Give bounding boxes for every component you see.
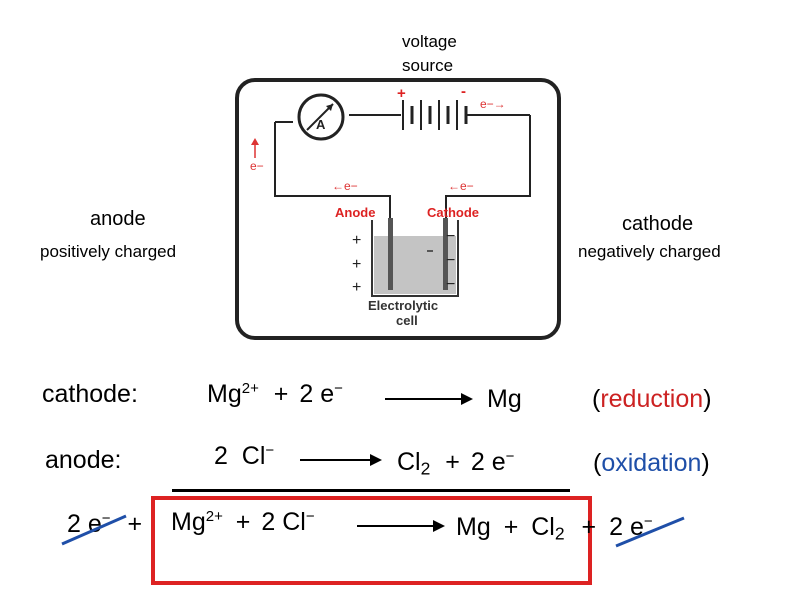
overall-mg: Mg	[171, 508, 206, 536]
left-caption-title: anode	[90, 208, 146, 230]
overall-arrow-icon	[357, 520, 445, 532]
battery-minus: -	[461, 83, 466, 100]
electrolytic-circuit-diagram: A + - e−→ e− ←e− ←e− Anode Cathode + + +…	[235, 78, 561, 340]
overall-cl: 2 Cl	[261, 508, 306, 536]
eq2-paren-close: )	[701, 449, 710, 477]
cathode-charge-3: −	[446, 276, 455, 293]
eq2-product-sub: 2	[420, 458, 431, 479]
eq1-paren-open: (	[592, 385, 601, 413]
eq2-reactant-charge: −	[265, 442, 275, 459]
overall-reactants: Mg2+ + 2 Cl−	[171, 508, 315, 537]
cell-label-line1: Electrolytic	[368, 298, 438, 313]
ammeter-letter: A	[316, 117, 326, 132]
eq2-reactant: 2 Cl	[214, 442, 266, 470]
anode-charge-3: +	[352, 279, 361, 296]
electron-flow-mid-right: ←e−	[448, 179, 474, 193]
overall-highlight-box	[151, 496, 592, 585]
overall-product-mg: Mg	[456, 513, 491, 541]
overall-cancel-right-charge: −	[643, 513, 653, 530]
anode-diagram-label: Anode	[335, 205, 375, 220]
overall-plus1: +	[127, 510, 143, 538]
eq1-reactant: Mg	[207, 380, 242, 408]
eq1-product: Mg	[487, 385, 522, 413]
eq2-product: Cl	[397, 448, 421, 476]
eq2-electrons: 2 e	[470, 448, 506, 476]
eq2-paren-open: (	[593, 449, 602, 477]
overall-plus3: +	[503, 513, 519, 541]
sum-divider	[172, 489, 570, 492]
right-caption-sub: negatively charged	[578, 242, 721, 261]
voltage-source-line2: source	[402, 56, 454, 75]
right-caption-title: cathode	[622, 213, 694, 235]
electron-flow-mid-left: ←e−	[332, 179, 358, 193]
anode-electrode	[388, 218, 393, 290]
cathode-diagram-label: Cathode	[427, 205, 479, 220]
eq2-electron-charge: −	[505, 448, 515, 465]
eq1-reactants: Mg2+ + 2 e−	[207, 380, 343, 409]
eq2-products: Cl2 + 2 e−	[397, 448, 514, 479]
cathode-electrode	[443, 218, 448, 290]
eq2-label: anode:	[45, 446, 122, 474]
electron-flow-top: e−→	[480, 97, 506, 111]
voltage-source-line1: voltage	[402, 32, 457, 51]
eq1-electrons: 2 e	[299, 380, 335, 408]
battery-icon	[402, 100, 468, 130]
voltage-source-label: voltage source	[402, 30, 457, 78]
battery-plus: +	[397, 85, 406, 102]
cancel-line-left	[61, 514, 127, 546]
eq2-plus: +	[445, 448, 460, 476]
anode-charge-1: +	[352, 232, 361, 249]
cancel-line-right	[615, 516, 685, 548]
eq1-arrow-icon	[385, 393, 473, 405]
overall-plus2: +	[235, 508, 251, 536]
eq2-reactants: 2 Cl−	[214, 442, 274, 471]
left-caption-sub: positively charged	[40, 242, 177, 261]
overall-products: Mg + Cl2 + 2 e−	[456, 513, 653, 544]
overall-plus4: +	[581, 513, 597, 541]
overall-product-cl-sub: 2	[554, 523, 565, 544]
circuit-panel	[235, 78, 561, 340]
cathode-charge-2: −	[446, 252, 455, 269]
overall-cancel-left-charge: −	[101, 510, 111, 527]
eq1-label: cathode:	[42, 380, 138, 408]
eq1-electron-charge: −	[334, 380, 343, 397]
eq1-type: (reduction)	[592, 385, 712, 414]
anode-charge-2: +	[352, 256, 361, 273]
eq1-paren-close: )	[703, 385, 712, 413]
cathode-charge-1: −	[446, 228, 455, 245]
eq1-plus: +	[273, 380, 289, 408]
overall-mg-charge: 2+	[205, 508, 223, 525]
overall-product-cl: Cl	[531, 513, 555, 541]
eq1-type-text: reduction	[600, 385, 704, 413]
overall-cl-charge: −	[305, 508, 315, 525]
eq2-arrow-icon	[300, 454, 382, 466]
eq1-reactant-charge: 2+	[241, 380, 259, 397]
beaker	[371, 220, 459, 297]
eq2-type-text: oxidation	[601, 449, 702, 477]
eq2-type: (oxidation)	[593, 449, 710, 478]
cell-label-line2: cell	[396, 313, 418, 328]
electron-flow-left: e−	[250, 159, 264, 173]
electrolyte	[374, 236, 456, 294]
